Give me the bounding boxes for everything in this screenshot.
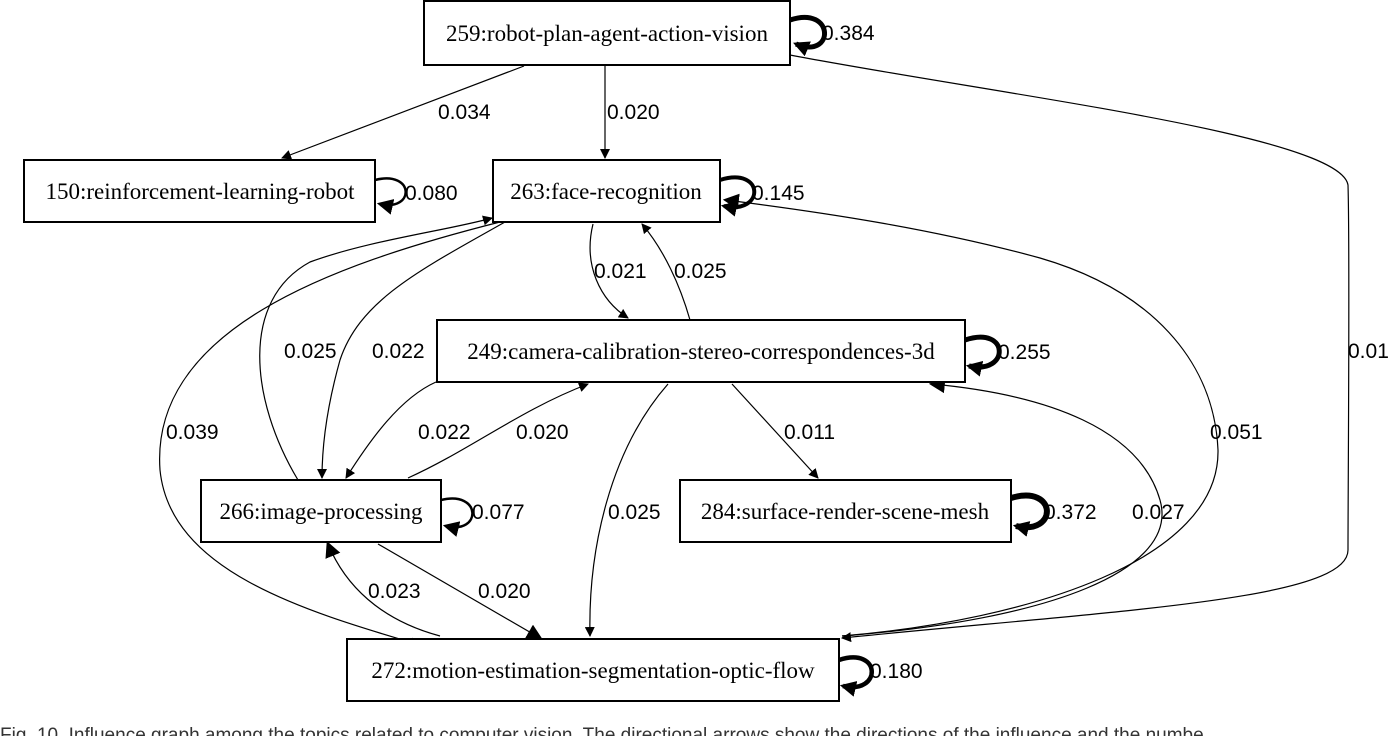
- node-label-150: 150:reinforcement-learning-robot: [45, 179, 355, 204]
- self-loop-label-272: 0.180: [870, 660, 923, 683]
- node-label-259: 259:robot-plan-agent-action-vision: [446, 21, 768, 46]
- node-box-249: [436, 319, 966, 383]
- figure-caption: Fig. 10. Influence graph among the topic…: [0, 724, 1388, 736]
- edge-line-259-272: [789, 54, 1350, 643]
- edge-label-249-266: 0.022: [418, 421, 471, 444]
- edge-label-259-263: 0.020: [607, 101, 660, 124]
- self-loop-label-263: 0.145: [752, 182, 805, 205]
- node-label-249: 249:camera-calibration-stereo-correspond…: [467, 339, 935, 364]
- edge-label-272-266: 0.023: [368, 580, 421, 603]
- edge-259-150: 0.034: [281, 65, 525, 160]
- node-box-284: [679, 479, 1012, 543]
- edge-label-266-272: 0.020: [478, 580, 531, 603]
- self-loop-arrow-266: [440, 497, 474, 537]
- edge-249-284: 0.011: [731, 383, 835, 479]
- self-loop-label-150: 0.080: [405, 182, 458, 205]
- edge-label-263-272: 0.039: [166, 421, 219, 444]
- edge-259-272: 0.01: [789, 54, 1388, 643]
- edge-266-249: 0.020: [407, 382, 589, 479]
- self-loop-284: 0.372: [1010, 492, 1097, 537]
- edge-line-263-272: [159, 221, 501, 648]
- edge-line-249-263: [641, 223, 691, 321]
- node-label-263: 263:face-recognition: [510, 179, 702, 204]
- self-loop-arrow-150: [374, 177, 407, 215]
- node-150: 150:reinforcement-learning-robot: [23, 159, 376, 223]
- edge-263-249: 0.021: [589, 223, 647, 319]
- edge-259-263: 0.020: [600, 66, 660, 159]
- edge-label-249-263: 0.025: [674, 260, 727, 283]
- edge-249-263: 0.025: [641, 223, 727, 321]
- edge-line-272-249: [841, 377, 1163, 637]
- edge-label-259-272: 0.01: [1348, 340, 1388, 363]
- self-loop-label-249: 0.255: [998, 341, 1051, 364]
- node-272: 272:motion-estimation-segmentation-optic…: [346, 638, 840, 702]
- node-box-263: [492, 159, 721, 223]
- node-284: 284:surface-render-scene-mesh: [679, 479, 1012, 543]
- edge-line-263-266: [317, 221, 506, 479]
- edge-272-263: 0.051: [722, 193, 1263, 637]
- edge-line-272-266: [325, 541, 441, 637]
- node-label-284: 284:surface-render-scene-mesh: [701, 499, 990, 524]
- nodes: 259:robot-plan-agent-action-vision 150:r…: [23, 0, 1012, 702]
- self-loop-272: 0.180: [838, 655, 923, 697]
- node-label-272: 272:motion-estimation-segmentation-optic…: [371, 658, 815, 683]
- self-loop-arrow-284: [1010, 492, 1050, 537]
- edge-263-266: 0.022: [317, 221, 506, 479]
- edge-line-266-263: [259, 215, 493, 481]
- self-loop-263: 0.145: [719, 175, 805, 217]
- edge-line-259-150: [281, 65, 525, 160]
- edge-line-266-249: [407, 382, 589, 479]
- edges: 0.034 0.020 0.01 0.021 0.025 0.025 0.022: [159, 54, 1388, 648]
- node-263: 263:face-recognition: [492, 159, 721, 223]
- edge-266-272: 0.020: [377, 543, 543, 640]
- edge-label-266-249: 0.020: [516, 421, 569, 444]
- node-266: 266:image-processing: [200, 479, 442, 543]
- edge-272-266: 0.023: [325, 541, 441, 637]
- self-loop-arrow-249: [964, 334, 1002, 377]
- self-loop-259: 0.384: [789, 15, 875, 57]
- edge-label-249-284: 0.011: [784, 421, 835, 444]
- edge-249-272: 0.025: [584, 383, 669, 637]
- node-label-266: 266:image-processing: [219, 499, 423, 524]
- node-box-272: [346, 638, 840, 702]
- self-loop-249: 0.255: [964, 334, 1051, 377]
- self-loop-arrow-259: [789, 15, 827, 57]
- edge-line-266-272: [377, 543, 543, 640]
- edge-266-263: 0.025: [259, 215, 493, 481]
- self-loop-266: 0.077: [440, 497, 525, 537]
- node-box-266: [200, 479, 442, 543]
- edge-label-272-249: 0.027: [1132, 501, 1185, 524]
- edge-label-272-263: 0.051: [1210, 421, 1263, 444]
- edge-line-249-284: [731, 383, 819, 479]
- edge-263-272: 0.039: [159, 221, 501, 648]
- edge-label-259-150: 0.034: [438, 101, 491, 124]
- edge-line-272-263: [722, 193, 1219, 637]
- edge-249-266: 0.022: [345, 381, 471, 479]
- node-259: 259:robot-plan-agent-action-vision: [423, 0, 791, 66]
- self-loop-label-266: 0.077: [472, 501, 525, 524]
- node-box-259: [423, 0, 791, 66]
- edge-label-263-266: 0.022: [372, 340, 425, 363]
- self-loop-150: 0.080: [374, 177, 458, 215]
- edge-label-266-263: 0.025: [284, 340, 337, 363]
- edge-label-263-249: 0.021: [594, 260, 647, 283]
- self-loop-label-259: 0.384: [822, 22, 875, 45]
- edge-line-263-249: [589, 223, 629, 319]
- edge-272-249: 0.027: [841, 377, 1185, 637]
- node-249: 249:camera-calibration-stereo-correspond…: [436, 319, 966, 383]
- self-loop-arrow-263: [719, 175, 757, 217]
- figure-caption-text: Fig. 10. Influence graph among the topic…: [0, 725, 1204, 736]
- node-box-150: [23, 159, 376, 223]
- self-loops: 0.384 0.080 0.145 0.255 0.077 0.372 0.18…: [374, 15, 1097, 697]
- edge-label-249-272: 0.025: [608, 501, 661, 524]
- self-loop-arrow-272: [838, 655, 874, 697]
- edge-line-249-266: [345, 381, 437, 479]
- edge-line-249-272: [584, 383, 669, 637]
- self-loop-label-284: 0.372: [1044, 501, 1097, 524]
